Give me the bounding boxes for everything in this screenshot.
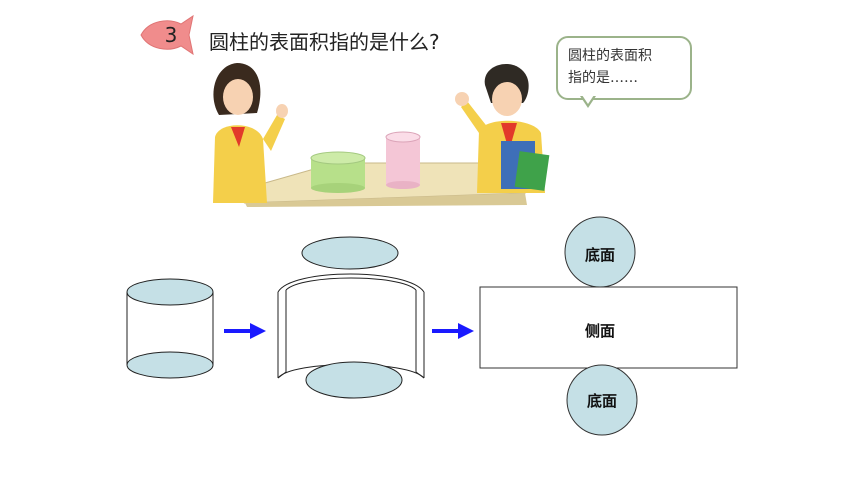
- arrow-right-icon: [224, 323, 266, 339]
- boy-student: [455, 63, 550, 193]
- classroom-illustration: [213, 63, 550, 207]
- question-title: 圆柱的表面积指的是什么?: [209, 30, 440, 54]
- speech-bubble: 圆柱的表面积 指的是……: [556, 36, 692, 100]
- detached-bottom-base: [305, 361, 403, 399]
- green-cylinder: [310, 151, 366, 193]
- lateral-face-rectangle: [479, 286, 738, 369]
- question-number: 3: [165, 23, 178, 47]
- speech-bubble-line-1: 圆柱的表面积: [568, 48, 652, 64]
- speech-bubble-tail-inner: [582, 95, 594, 104]
- top-base-circle: [564, 216, 636, 288]
- speech-bubble-line-2: 指的是……: [568, 70, 638, 86]
- arrow-right-icon: [432, 323, 474, 339]
- side-face-label: 侧面: [584, 322, 615, 340]
- fish-number-badge: 3: [140, 14, 194, 56]
- unrolling-cylinder: [277, 236, 425, 399]
- pink-cylinder: [385, 131, 421, 189]
- bottom-base-label: 底面: [586, 392, 617, 410]
- detached-top-base: [301, 236, 399, 270]
- closed-cylinder: [126, 278, 214, 379]
- bottom-base-circle: [566, 364, 638, 436]
- girl-student: [213, 63, 288, 203]
- cylinder-net: [479, 216, 738, 436]
- top-base-label: 底面: [584, 246, 615, 264]
